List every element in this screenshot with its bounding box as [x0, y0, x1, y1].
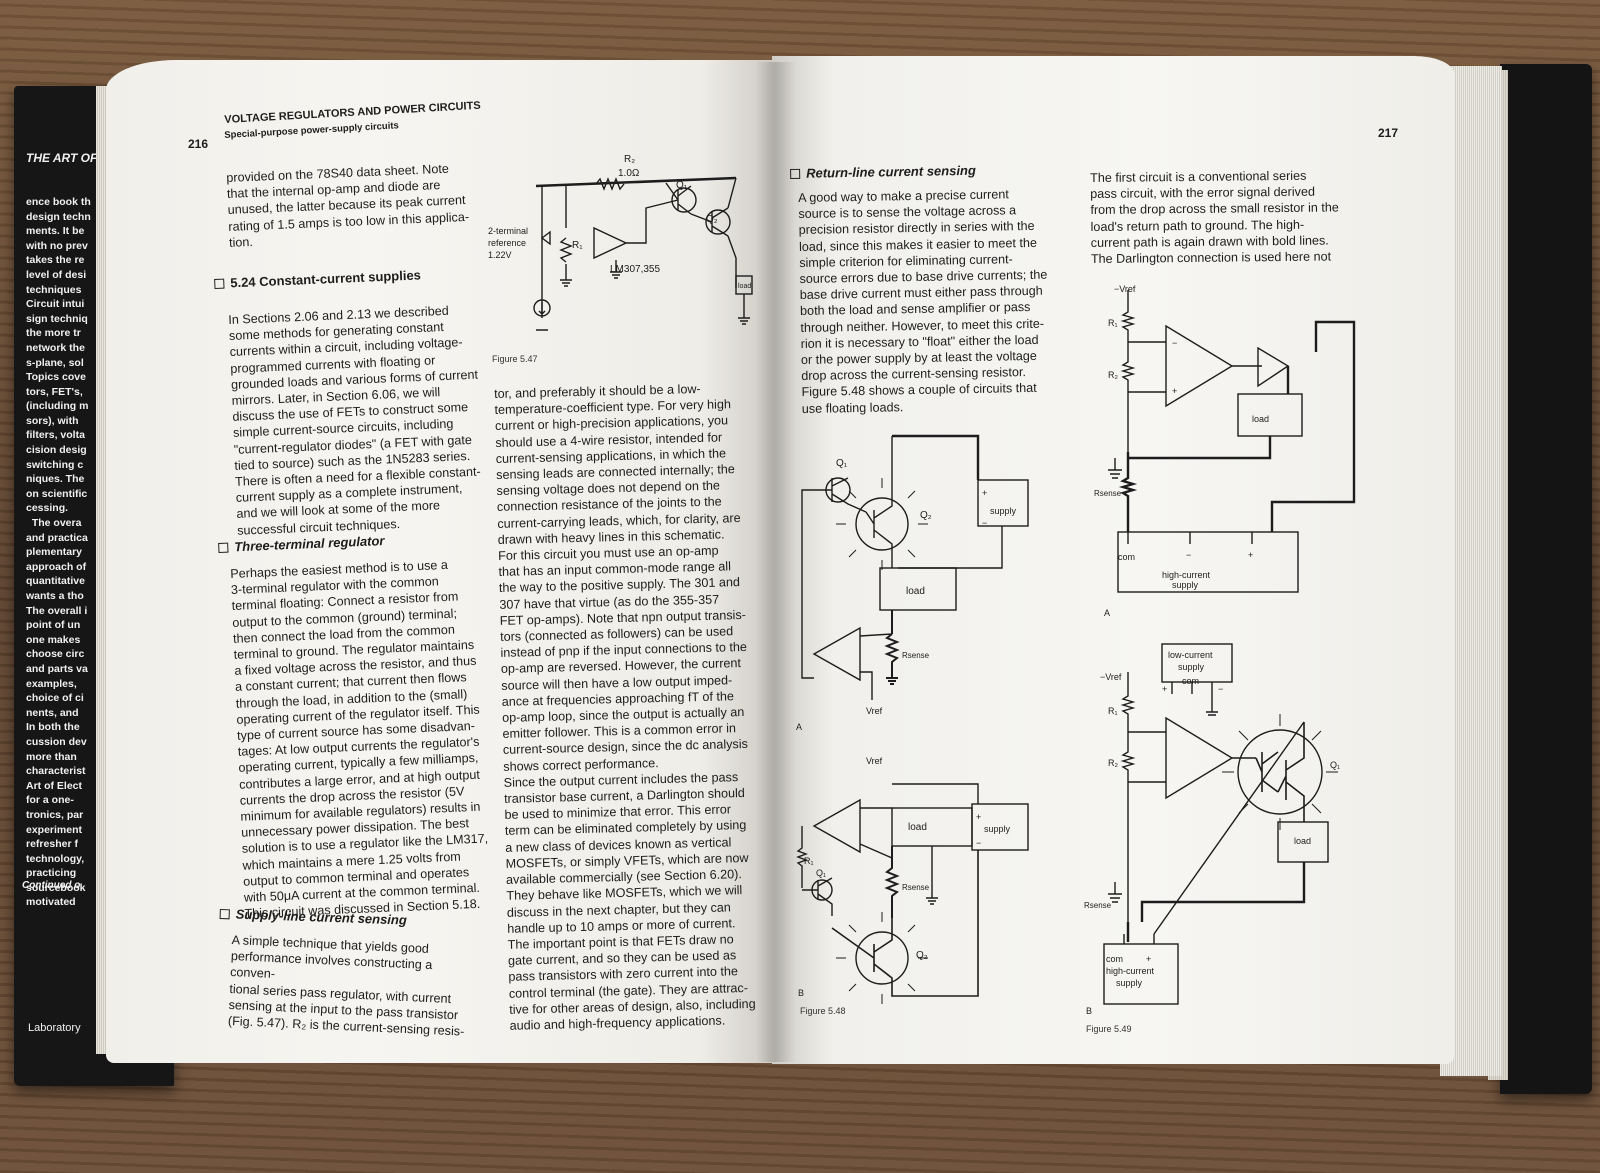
fig49-load-b: load	[1294, 836, 1311, 846]
left-col1-intro: provided on the 78S40 data sheet. Note t…	[226, 161, 470, 250]
fig48-q1-b: Q₁	[816, 868, 826, 878]
fig47-r2-value: 1.0Ω	[618, 168, 640, 179]
fig49-r1-b: R₁	[1108, 706, 1118, 716]
fig49-r2-b: R₂	[1108, 758, 1118, 768]
fig49-plus-supply-a: +	[1248, 550, 1253, 560]
fig49-plus-b: +	[1146, 954, 1151, 964]
section-box-icon	[214, 278, 225, 289]
fig49-minus-a: −	[1172, 338, 1177, 348]
fig47-caption: Figure 5.47	[492, 354, 538, 364]
fig49-r2-a: R₂	[1108, 370, 1118, 380]
fig49-com-lc: com	[1182, 676, 1199, 686]
fig49-label-a: A	[1104, 608, 1110, 618]
back-cover-footer: Laboratory	[28, 1022, 81, 1034]
fig49-neg-vref-b: −Vref	[1100, 672, 1122, 682]
fig49-plus-a: +	[1172, 386, 1177, 396]
fig48-plus-a: +	[982, 488, 987, 498]
fig49-load-a: load	[1252, 414, 1269, 424]
fig49-minus-lc: −	[1218, 684, 1223, 694]
fig49-hc-supply-a-2: supply	[1172, 580, 1199, 590]
fig49-lc-supply-2: supply	[1178, 662, 1205, 672]
figure-5-47-schematic: R₂ 1.0Ω Q₁ Q₂ R₁ 2-terminal reference 1.…	[488, 154, 753, 364]
left-col1-para3: A simple technique that yields good perf…	[227, 932, 465, 1039]
fig47-r1-label: R₁	[572, 240, 583, 251]
fig48-label-b: B	[798, 988, 804, 998]
left-col1-para1: In Sections 2.06 and 2.13 we described s…	[228, 303, 481, 538]
fig49-neg-vref-a: −Vref	[1114, 284, 1136, 294]
fig47-q2-label: Q₂	[706, 214, 718, 225]
left-col1-para2: Perhaps the easiest method is to use a 3…	[230, 557, 489, 921]
fig49-hc-supply-b-1: high-current	[1106, 966, 1155, 976]
fig49-minus-supply-a: −	[1186, 550, 1191, 560]
fig48-caption: Figure 5.48	[800, 1006, 846, 1016]
fig49-q1-b: Q₁	[1330, 760, 1340, 770]
back-cover-continued: Continued o	[22, 880, 81, 891]
subsection-box-icon	[790, 168, 801, 179]
left-page	[106, 60, 782, 1063]
back-cover-body: ence book th design techn ments. It be w…	[26, 195, 91, 909]
back-cover-text: THE ART OF ence book th design techn men…	[26, 122, 98, 1052]
fig48-rsense-b: Rsense	[902, 883, 930, 892]
fig48-r1-b: R₁	[804, 856, 814, 866]
fig49-lc-supply-1: low-current	[1168, 650, 1213, 660]
fig49-label-b: B	[1086, 1006, 1092, 1016]
figure-5-49-schematic: −Vref R₁ R₂ − + load Rsense com − + high…	[1084, 284, 1356, 1034]
fig48-minus-a: −	[982, 518, 987, 528]
fig48-supply-b: supply	[984, 824, 1011, 834]
fig49-r1-a: R₁	[1108, 318, 1118, 328]
right-page-number: 217	[1378, 126, 1399, 140]
fig48-vref-a: Vref	[866, 706, 883, 716]
fig48-label-a: A	[796, 722, 802, 732]
book-gutter	[756, 62, 796, 1062]
fig48-q2-b: Q₂	[916, 950, 928, 961]
fig48-load-a: load	[906, 586, 925, 597]
subsection-box-icon	[219, 908, 230, 920]
right-col1-text: A good way to make a precise current sou…	[798, 187, 1048, 416]
fig49-com-a: com	[1118, 552, 1135, 562]
fig48-q2-label: Q₂	[920, 510, 932, 521]
right-page	[772, 56, 1454, 1064]
fig48-rsense-a: Rsense	[902, 651, 930, 660]
fig49-rsense-a: Rsense	[1094, 489, 1122, 498]
fig49-plus-lc: +	[1162, 684, 1167, 694]
fig49-hc-supply-b-2: supply	[1116, 978, 1143, 988]
fig48-minus-b: −	[976, 838, 981, 848]
fig49-caption: Figure 5.49	[1086, 1024, 1132, 1034]
fig49-com-b: com	[1106, 954, 1123, 964]
fig48-plus-b: +	[976, 812, 981, 822]
fig48-supply-a: supply	[990, 506, 1017, 516]
fig47-q1-label: Q₁	[676, 180, 688, 191]
fig47-opamp-label: LM307,355	[610, 264, 660, 275]
fig48-q1-label: Q₁	[836, 458, 848, 469]
subsection-box-icon	[218, 542, 229, 553]
fig48-load-b: load	[908, 822, 927, 833]
left-col2-text: tor, and preferably it should be a low- …	[494, 381, 756, 1033]
fig47-load-label: load	[738, 283, 751, 290]
left-page-number: 216	[188, 137, 209, 151]
right-col2-text: The first circuit is a conventional seri…	[1090, 168, 1339, 267]
fig47-ref-label-3: 1.22V	[488, 250, 512, 260]
fig49-hc-supply-a-1: high-current	[1162, 570, 1211, 580]
figure-5-48-schematic: Q₁ Q₂ + supply − load Rsense Vref A Vref…	[796, 434, 1029, 1016]
fig47-r2-label: R₂	[624, 154, 635, 165]
fig47-ref-label-1: 2-terminal	[488, 226, 528, 236]
fig47-ref-label-2: reference	[488, 238, 526, 248]
back-cover-title: THE ART OF	[26, 151, 98, 166]
fig49-rsense-b: Rsense	[1084, 901, 1112, 910]
fig48-vref-b: Vref	[866, 756, 883, 766]
right-cover	[1500, 64, 1592, 1094]
